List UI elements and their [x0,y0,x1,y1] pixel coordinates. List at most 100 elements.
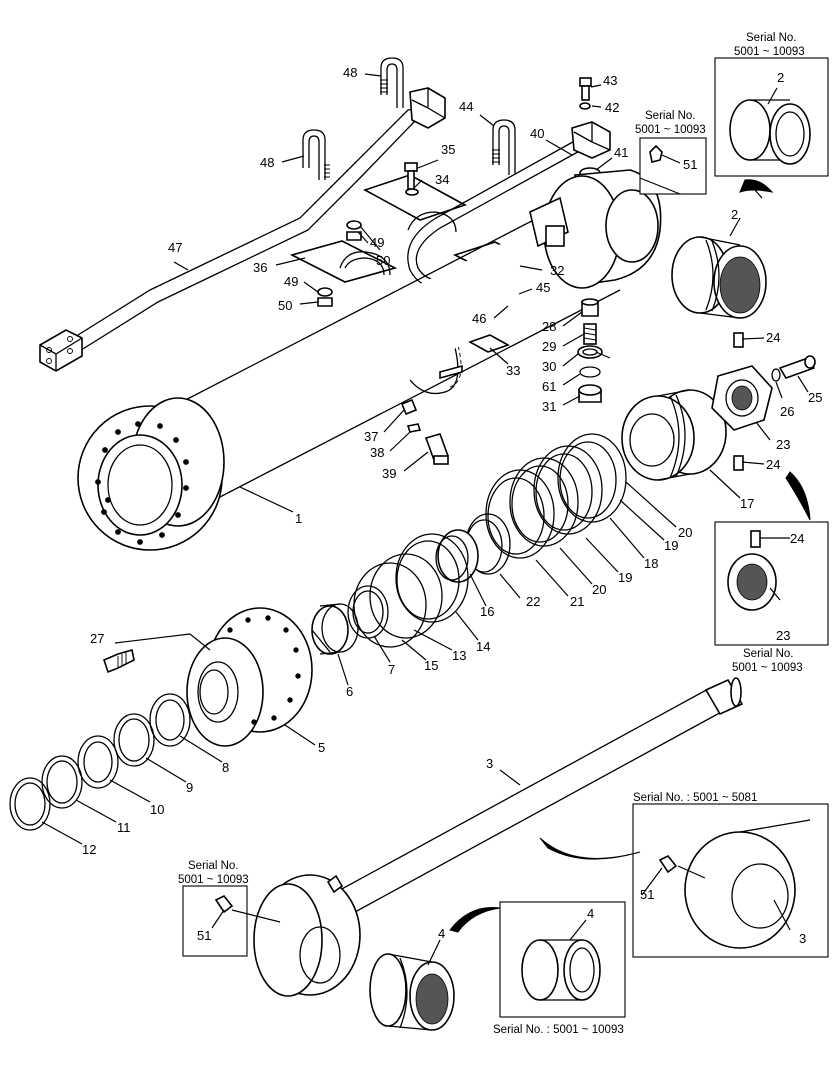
inset-grease-fitting [639,137,707,195]
callout-50-lower: 50 [278,298,292,313]
callout-18: 18 [644,556,658,571]
callout-61: 61 [542,379,556,394]
pipe-47 [39,87,446,372]
ring-20-lower [509,457,579,547]
callout-29: 29 [542,339,556,354]
callout-41: 41 [614,145,628,160]
callout-39: 39 [382,466,396,481]
callout-4-rod: 4 [438,926,445,941]
callout-19-right: 19 [664,538,678,553]
ring-16 [435,529,479,583]
callout-33: 33 [506,363,520,378]
callout-42: 42 [605,100,619,115]
fitting-28 [581,298,599,317]
serial-rod-end: Serial No. : 5001 ~ 5081 [633,792,757,804]
callout-4-inset: 4 [587,906,594,921]
leader-lines [41,73,809,966]
callout-24-lower: 24 [766,457,780,472]
ring-10 [77,735,119,789]
inset-bushing-4 [449,901,626,1018]
callout-3-rod: 3 [486,756,493,771]
callout-2-inset: 2 [777,70,784,85]
callout-26: 26 [780,404,794,419]
callout-34: 34 [435,172,449,187]
callout-3-inset: 3 [799,931,806,946]
inset-rod-grease [182,885,248,957]
callout-51-upper: 51 [683,157,697,172]
callout-31: 31 [542,399,556,414]
serial-nut-line1: Serial No. [743,648,794,660]
bushing-4 [369,953,455,1031]
callout-43: 43 [603,73,617,88]
ring-14 [395,533,469,623]
clamp-33 [468,334,510,353]
callout-49-upper: 49 [370,235,384,250]
callout-46: 46 [472,311,486,326]
callout-20-right: 20 [678,525,692,540]
callout-2-main: 2 [731,207,738,222]
serial-top-right-line2: 5001 ~ 10093 [734,46,805,58]
serial-grease-line2: 5001 ~ 10093 [635,124,706,136]
callout-1: 1 [295,511,302,526]
set-screws-24 [733,332,744,471]
callout-30: 30 [542,359,556,374]
nut-23 [711,365,773,431]
callout-12: 12 [82,842,96,857]
callout-11: 11 [117,820,131,835]
callout-37: 37 [364,429,378,444]
u-bolt-48-lower [302,129,330,180]
callout-35: 35 [441,142,455,157]
gland-bolt-holes [227,615,301,725]
callout-16: 16 [480,604,494,619]
callout-25: 25 [808,390,822,405]
u-bolt-48-upper [380,57,404,108]
cylinder-tube-1 [77,169,662,551]
callout-51-rod-grease: 51 [197,928,211,943]
bolt-27 [103,648,135,674]
callout-44: 44 [459,99,473,114]
callout-27: 27 [90,631,104,646]
ring-21 [485,469,555,559]
callout-13: 13 [452,648,466,663]
piston-rod-3 [253,677,744,997]
plug-31 [578,384,602,403]
piston-17 [621,389,727,481]
callout-17: 17 [740,496,754,511]
seal-30 [577,345,603,359]
inset-nut [714,471,829,646]
callout-28: 28 [542,319,556,334]
serial-captions: Serial No. 5001 ~ 10093 Serial No. 5001 … [178,32,805,1036]
callout-10: 10 [150,802,164,817]
callout-24-inset: 24 [790,531,804,546]
inset-bushing-2 [714,57,829,193]
callout-6: 6 [346,684,353,699]
nut-washer-49-50-lower [317,287,333,307]
callout-8: 8 [222,760,229,775]
ring-11 [41,755,83,809]
pin-25-26 [771,355,816,382]
spring-29 [583,323,597,345]
callout-7: 7 [388,662,395,677]
callout-22: 22 [526,594,540,609]
flange-bolt-holes [95,421,189,545]
callout-21: 21 [570,594,584,609]
callout-51-rod-inset: 51 [640,887,654,902]
callout-48-lower: 48 [260,155,274,170]
callout-9: 9 [186,780,193,795]
callout-36: 36 [253,260,267,275]
callout-23-nut: 23 [776,437,790,452]
callout-32: 32 [550,263,564,278]
callout-5: 5 [318,740,325,755]
callout-14: 14 [476,639,490,654]
serial-grease-line1: Serial No. [645,110,696,122]
callout-labels: 1 2 2 3 3 4 4 5 6 7 8 9 10 11 12 13 14 1… [82,65,822,946]
callout-48-upper: 48 [343,65,357,80]
nut-washer-49-50-upper [346,220,362,241]
washer-34 [405,188,419,196]
serial-rod-grease-line2: 5001 ~ 10093 [178,874,249,886]
clamp-36 [289,240,398,283]
callout-23-inset: 23 [776,628,790,643]
callout-38: 38 [370,445,384,460]
